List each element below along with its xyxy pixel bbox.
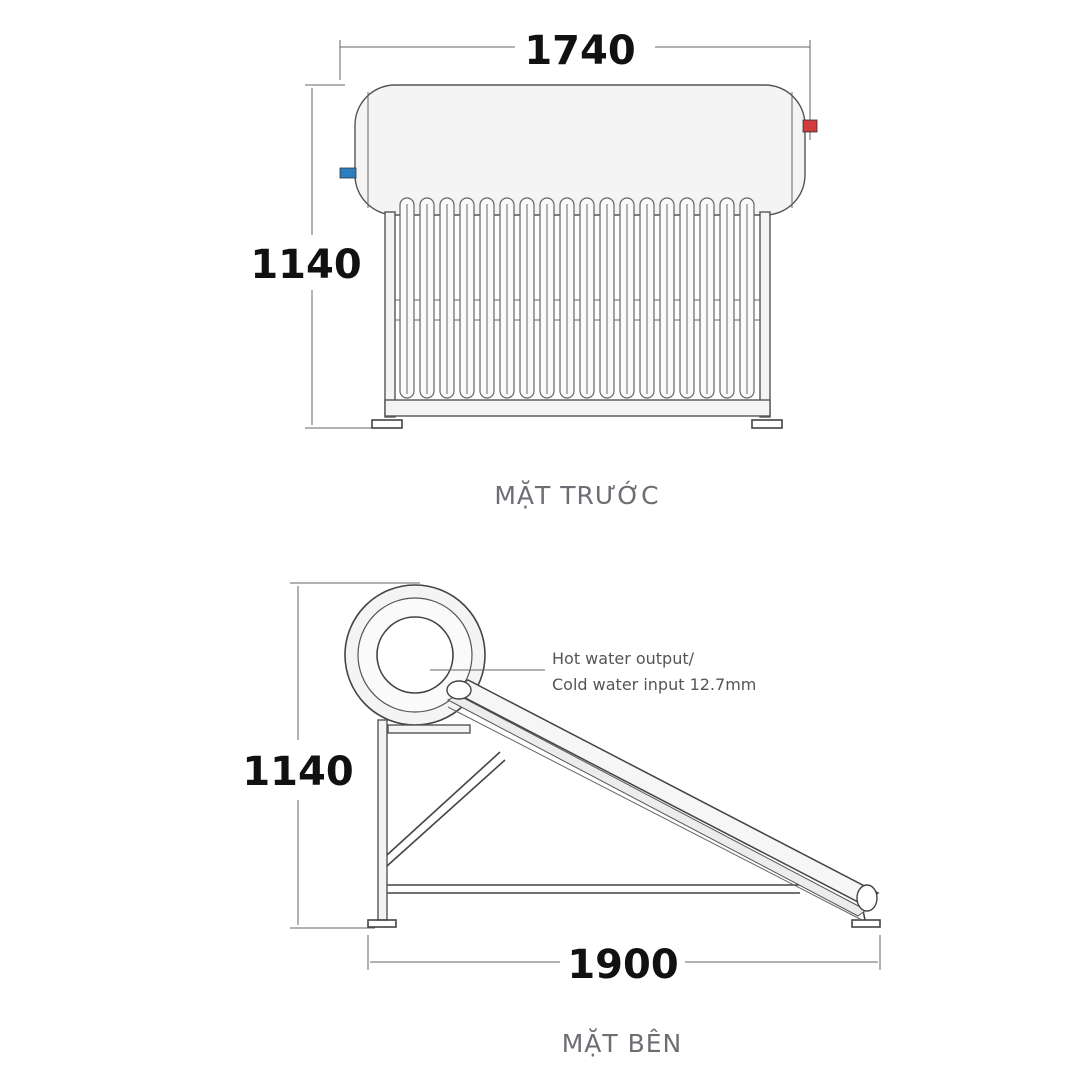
front-support-frame	[371, 211, 783, 429]
front-storage-tank	[339, 84, 818, 216]
front-view: 1740 1140	[250, 28, 818, 510]
port-callout: Hot water output/ Cold water input 12.7m…	[430, 649, 756, 694]
callout-line-2: Cold water input 12.7mm	[552, 675, 756, 694]
side-height-dimension: 1140	[242, 582, 420, 929]
side-view-caption: MẶT BÊN	[562, 1028, 683, 1058]
callout-line-1: Hot water output/	[552, 649, 695, 668]
front-width-label: 1740	[524, 28, 635, 74]
side-height-label: 1140	[242, 749, 353, 795]
hot-water-port-icon	[802, 119, 818, 133]
front-vacuum-tubes	[399, 197, 755, 399]
side-collector-tube	[446, 679, 880, 921]
front-height-dimension: 1140	[250, 84, 385, 429]
side-support-frame	[367, 719, 881, 928]
front-view-caption: MẶT TRƯỚC	[494, 480, 659, 510]
side-depth-label: 1900	[567, 942, 678, 988]
front-width-dimension: 1740	[339, 28, 811, 140]
side-depth-dimension: 1900	[367, 935, 881, 988]
side-view: 1140	[242, 582, 881, 1058]
front-height-label: 1140	[250, 242, 361, 288]
cold-water-port-icon	[339, 167, 357, 179]
